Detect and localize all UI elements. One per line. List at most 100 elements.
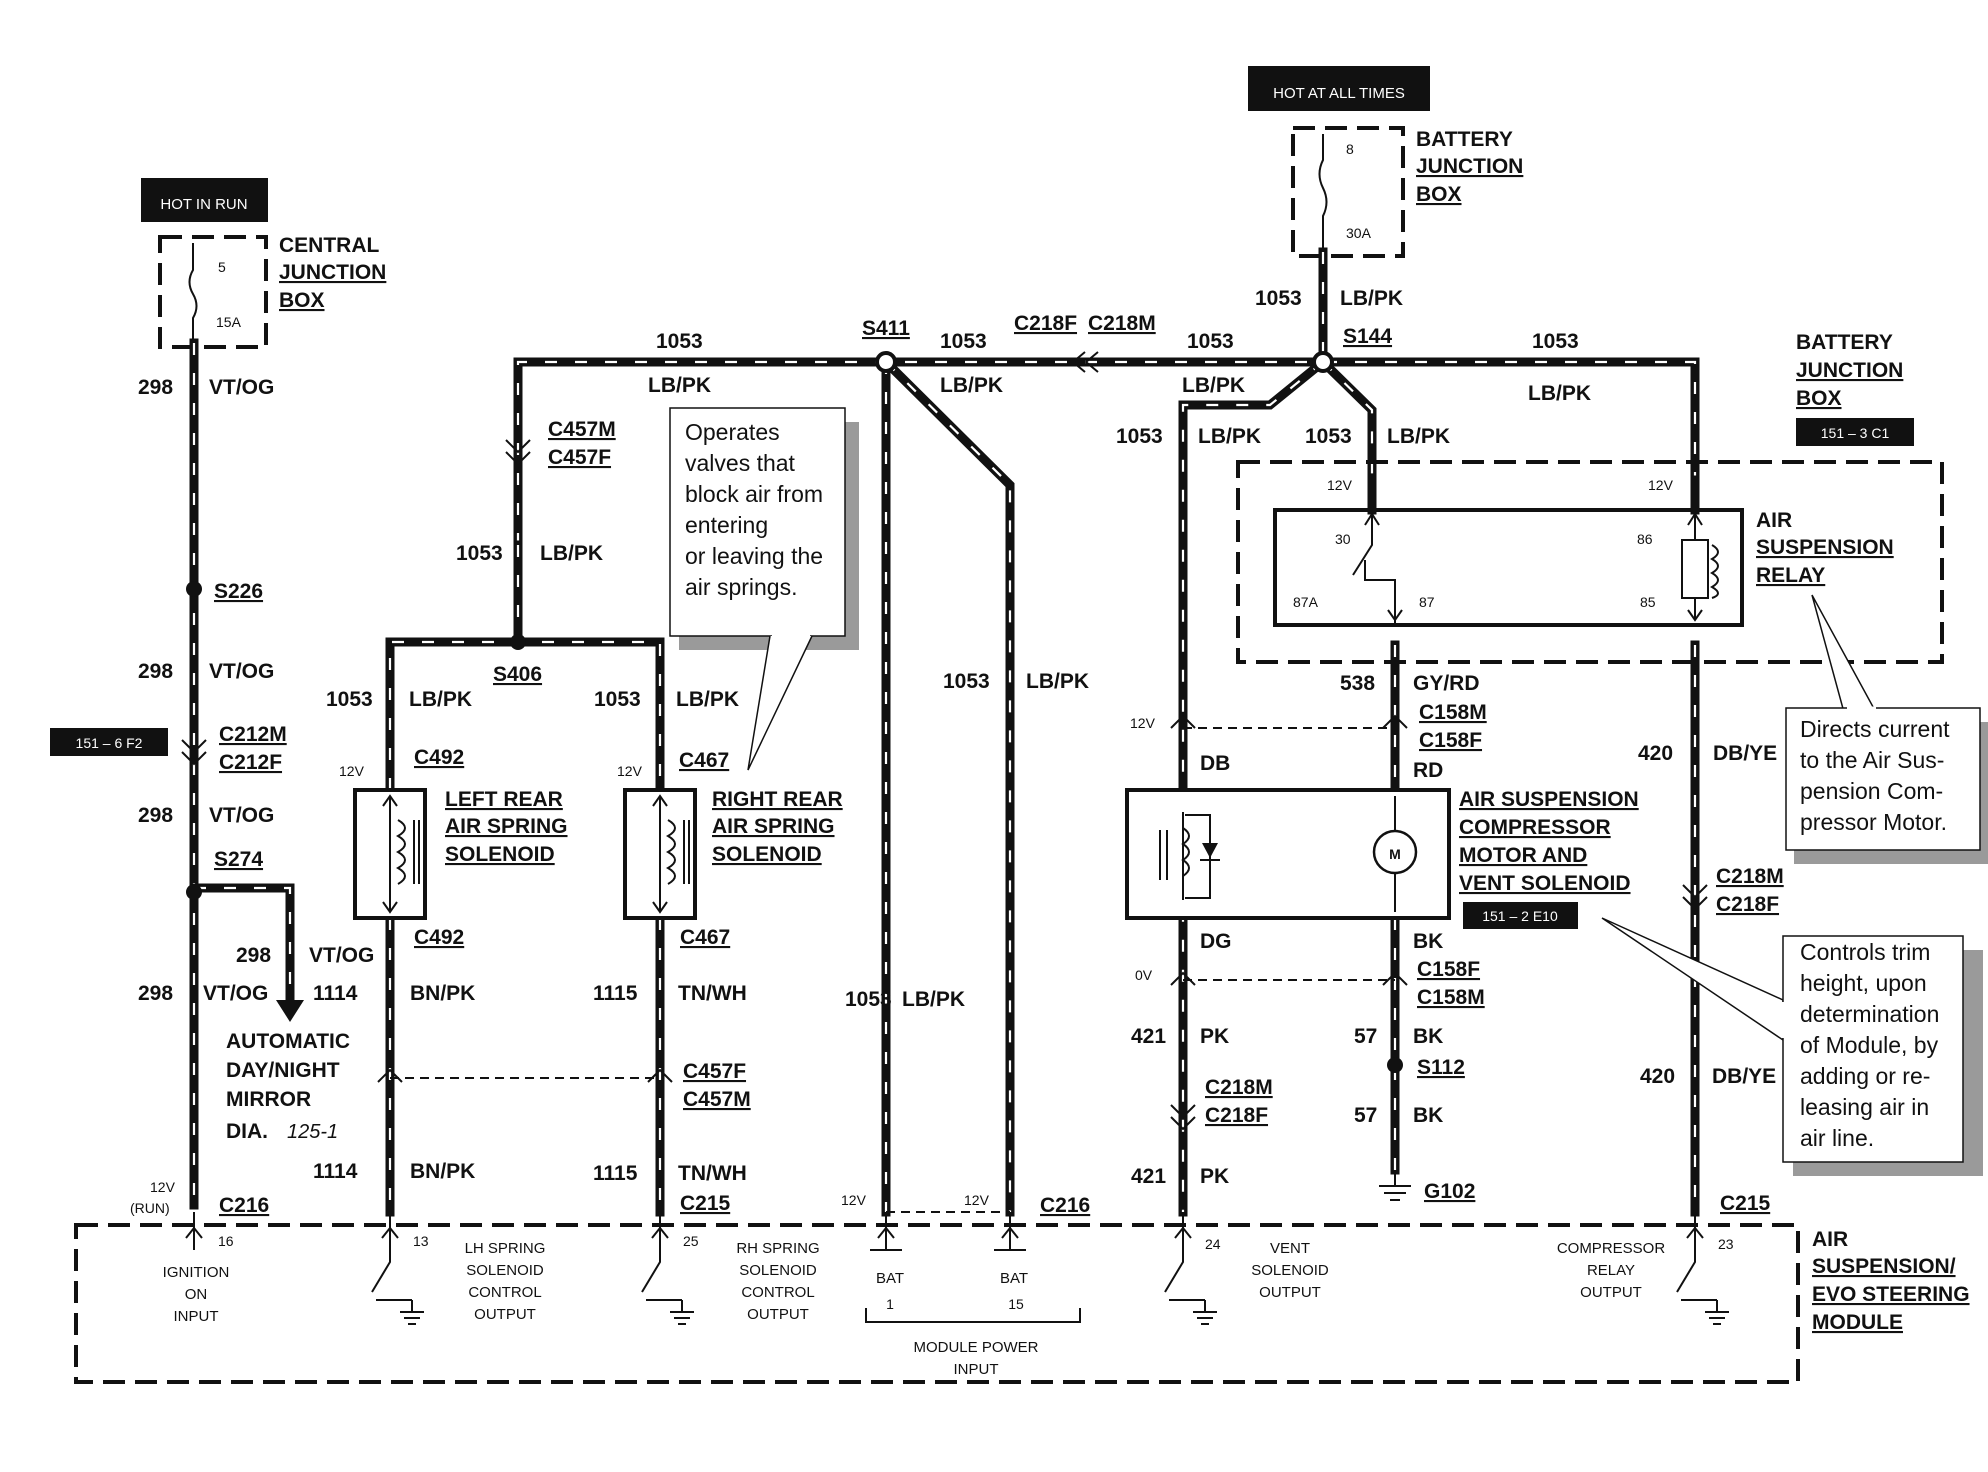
svg-text:Operates: Operates	[685, 419, 780, 445]
svg-text:C216: C216	[1040, 1194, 1090, 1217]
relay-pin-86: 86	[1637, 531, 1653, 547]
svg-text:LB/PK: LB/PK	[1026, 670, 1089, 693]
compressor-label-3: MOTOR AND	[1459, 844, 1587, 867]
svg-text:DB/YE: DB/YE	[1712, 1065, 1776, 1088]
svg-text:BN/PK: BN/PK	[410, 1160, 475, 1183]
svg-text:DIA.: DIA.	[226, 1120, 268, 1143]
svg-text:air line.: air line.	[1800, 1125, 1874, 1151]
splice-s411	[875, 351, 897, 373]
right-solenoid-coil-icon	[665, 819, 676, 885]
battery-junction-box-outline	[1291, 126, 1405, 258]
relay-coil-icon	[1710, 544, 1719, 599]
bjb-ref-label-3: BOX	[1796, 387, 1842, 410]
bat-label-right: BAT	[1000, 1270, 1028, 1287]
svg-text:1053: 1053	[1532, 330, 1579, 353]
svg-text:1114: 1114	[313, 1160, 358, 1183]
svg-text:(RUN): (RUN)	[130, 1200, 170, 1216]
bjb-ref-label-1: BATTERY	[1796, 331, 1893, 354]
svg-text:LB/PK: LB/PK	[540, 542, 603, 565]
svg-text:C158M: C158M	[1417, 986, 1485, 1009]
svg-text:C467: C467	[679, 749, 729, 772]
svg-text:298: 298	[138, 376, 173, 399]
svg-text:C218M: C218M	[1088, 312, 1156, 335]
svg-text:pension Com-: pension Com-	[1800, 778, 1943, 804]
svg-text:538: 538	[1340, 672, 1375, 695]
svg-text:AUTOMATIC: AUTOMATIC	[226, 1030, 350, 1053]
relay-pin-87: 87	[1419, 594, 1435, 610]
svg-text:C457F: C457F	[683, 1060, 746, 1083]
pin-1: 1	[886, 1296, 894, 1312]
splice-s144	[1312, 351, 1334, 373]
vent-label-3: OUTPUT	[1259, 1284, 1321, 1301]
pin-24: 24	[1205, 1236, 1221, 1252]
svg-text:LB/PK: LB/PK	[1387, 425, 1450, 448]
module-dashed-outline	[74, 1223, 1800, 1384]
svg-text:LB/PK: LB/PK	[648, 374, 711, 397]
svg-text:C457M: C457M	[548, 418, 616, 441]
splice-s112	[1387, 1057, 1403, 1073]
svg-text:1115: 1115	[593, 1162, 638, 1185]
svg-text:C212F: C212F	[219, 751, 282, 774]
wire-298	[189, 338, 295, 1210]
svg-text:height, upon: height, upon	[1800, 970, 1927, 996]
svg-text:12V: 12V	[964, 1192, 990, 1208]
svg-text:S112: S112	[1417, 1056, 1465, 1079]
fuse-5-number: 5	[218, 259, 226, 275]
svg-text:1053: 1053	[1116, 425, 1163, 448]
relay-note-callout: Directs current to the Air Sus- pension …	[1785, 594, 1988, 864]
svg-text:or leaving the: or leaving the	[685, 543, 823, 569]
bjb-ref-label-2: JUNCTION	[1796, 359, 1903, 382]
svg-text:125-1: 125-1	[287, 1121, 338, 1143]
svg-text:VT/OG: VT/OG	[203, 982, 268, 1005]
svg-text:PK: PK	[1200, 1165, 1229, 1188]
relay-pin-85: 85	[1640, 594, 1656, 610]
svg-text:1115: 1115	[593, 982, 638, 1005]
svg-text:Directs current: Directs current	[1800, 716, 1950, 742]
relay-dashed-outline	[1236, 460, 1944, 664]
svg-text:LB/PK: LB/PK	[1340, 287, 1403, 310]
svg-text:C158M: C158M	[1419, 701, 1487, 724]
ign-label-3: INPUT	[174, 1308, 219, 1325]
svg-text:C218M: C218M	[1716, 865, 1784, 888]
fuse-8-icon	[1318, 134, 1328, 252]
svg-text:298: 298	[138, 660, 173, 683]
splice-s406	[510, 634, 526, 650]
module-switch-icons	[371, 1249, 1729, 1325]
svg-text:0V: 0V	[1135, 967, 1153, 983]
svg-text:valves that: valves that	[685, 450, 796, 476]
lh-label-3: CONTROL	[468, 1284, 541, 1301]
svg-text:1053: 1053	[1255, 287, 1302, 310]
svg-text:C215: C215	[680, 1192, 731, 1215]
vent-label-2: SOLENOID	[1251, 1262, 1329, 1279]
right-solenoid-label-2: AIR SPRING	[712, 815, 835, 838]
rh-label-2: SOLENOID	[739, 1262, 817, 1279]
bjb-ref-code: 151 – 3 C1	[1821, 425, 1890, 441]
module-label-2: SUSPENSION/	[1812, 1255, 1956, 1278]
pin-15: 15	[1008, 1296, 1024, 1312]
connector-c158-top-icon	[1170, 714, 1408, 729]
svg-text:of Module, by: of Module, by	[1800, 1032, 1939, 1058]
svg-text:C158F: C158F	[1417, 958, 1480, 981]
svg-text:C216: C216	[219, 1194, 269, 1217]
diode-icon	[1202, 843, 1218, 858]
svg-text:420: 420	[1640, 1065, 1675, 1088]
svg-text:to the Air Sus-: to the Air Sus-	[1800, 747, 1944, 773]
cr-label-1: COMPRESSOR	[1557, 1240, 1666, 1257]
svg-text:RD: RD	[1413, 759, 1443, 782]
connector-c218-bottom-icon	[1170, 1104, 1196, 1131]
lh-label-1: LH SPRING	[465, 1240, 546, 1257]
svg-text:LB/PK: LB/PK	[1198, 425, 1261, 448]
svg-text:VT/OG: VT/OG	[209, 804, 274, 827]
mpi-label-2: INPUT	[954, 1361, 999, 1378]
svg-text:1053: 1053	[1187, 330, 1234, 353]
left-solenoid-core	[413, 820, 420, 884]
trim-note-callout: Controls trim height, upon determination…	[1601, 917, 1983, 1176]
svg-text:12V: 12V	[841, 1192, 867, 1208]
fuse-8-number: 8	[1346, 141, 1354, 157]
svg-text:298: 298	[138, 804, 173, 827]
relay-pin-30: 30	[1335, 531, 1351, 547]
lh-label-2: SOLENOID	[466, 1262, 544, 1279]
relay-label-1: AIR	[1756, 509, 1792, 532]
svg-text:C218F: C218F	[1205, 1104, 1268, 1127]
svg-text:LB/PK: LB/PK	[676, 688, 739, 711]
